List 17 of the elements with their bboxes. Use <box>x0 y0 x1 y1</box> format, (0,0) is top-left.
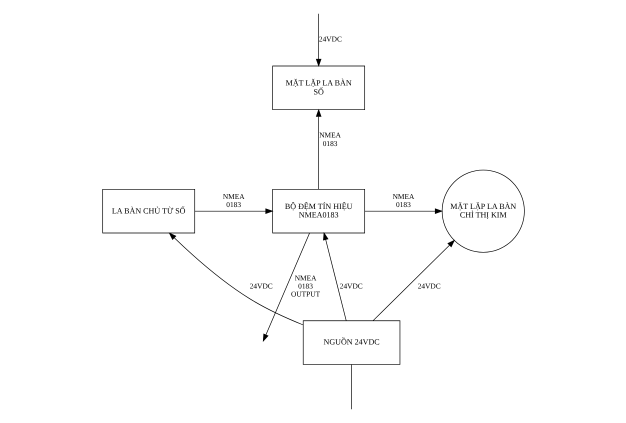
edge-label: 24VDC <box>417 281 440 290</box>
arrow <box>262 232 310 342</box>
edge-label: 24VDC <box>318 34 342 44</box>
arrow <box>315 108 321 190</box>
arrow <box>194 208 273 214</box>
edge-label: 24VDC <box>339 281 362 290</box>
arrow <box>372 240 455 322</box>
arrow <box>364 208 442 214</box>
edge-label: NMEA 0183 <box>318 130 340 148</box>
edge-label: NMEA 0183 <box>222 192 244 209</box>
arrow <box>322 232 346 322</box>
edge-label: NMEA 0183 <box>392 192 414 209</box>
edge-label: 24VDC <box>249 281 272 290</box>
arrow <box>168 232 303 326</box>
connector <box>350 364 352 410</box>
arrow <box>315 13 321 67</box>
edge-label: NMEA 0183 OUTPUT <box>290 273 320 298</box>
